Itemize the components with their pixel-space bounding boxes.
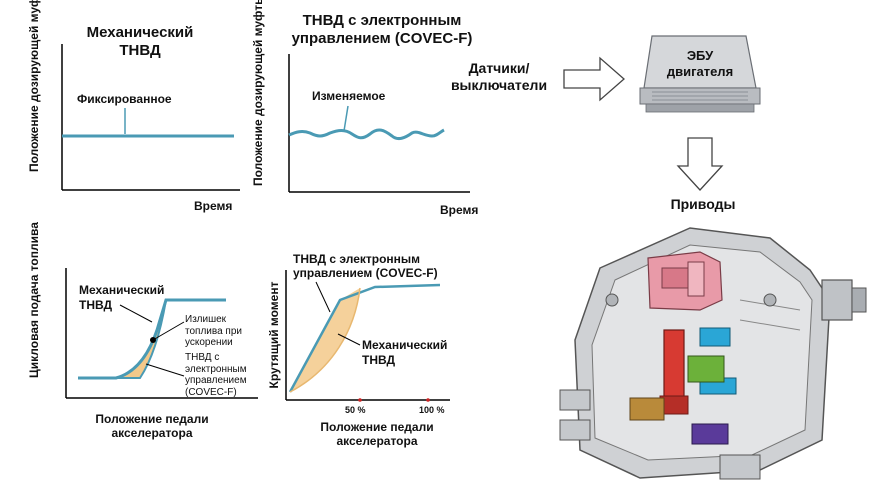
arrow-right-icon	[563, 56, 625, 102]
chart2-curve	[288, 128, 445, 141]
chart2-title: ТНВД с электронным управлением (COVEC-F)	[291, 12, 473, 47]
chart4-mech-leader	[337, 333, 361, 346]
chart4-curve-elec	[288, 283, 441, 393]
chart4-curve-mech	[289, 287, 361, 393]
chart1-annotation: Фиксированное	[77, 92, 172, 106]
ecu-box-icon	[639, 35, 761, 113]
chart4-tick-50-dot	[358, 398, 362, 402]
chart3-excess-leader	[152, 321, 185, 341]
chart3-label-excess: Излишек топлива при ускорении	[185, 314, 242, 348]
chart2-annotation-leader	[343, 105, 349, 132]
chart2-annotation: Изменяемое	[312, 89, 386, 103]
flow-sensors-label: Датчики/ выключатели	[450, 60, 548, 93]
chart3-mech-leader	[119, 304, 153, 323]
chart2-xlabel: Время	[440, 203, 479, 217]
chart4-tick-50: 50 %	[345, 405, 366, 415]
chart4-label-elec: ТНВД с электронным управлением (COVEC-F)	[293, 252, 438, 281]
chart4-elec-leader	[315, 281, 331, 313]
chart1-xlabel: Время	[194, 199, 233, 213]
chart3-xlabel: Положение педали акселератора	[95, 412, 209, 441]
flow-actuators-label: Приводы	[670, 196, 736, 212]
arrow-down-icon	[676, 137, 724, 191]
chart1-title: Механический ТНВД	[86, 24, 194, 59]
chart3-label-mech: Механический ТНВД	[79, 283, 165, 312]
chart4-tick-100-dot	[426, 398, 430, 402]
chart4-tick-100: 100 %	[419, 405, 445, 415]
ecu-label: ЭБУ двигателя	[666, 48, 734, 79]
chart4-xlabel: Положение педали акселератора	[320, 420, 434, 449]
chart4-label-mech: Механический ТНВД	[362, 338, 448, 367]
chart3-label-elec: ТНВД с электронным управлением (COVEC-F)	[185, 352, 247, 398]
pump-icon	[559, 227, 867, 480]
chart3-elec-leader	[145, 363, 185, 377]
chart3-curve-elec	[116, 299, 167, 379]
chart4-gap-area	[290, 288, 360, 392]
